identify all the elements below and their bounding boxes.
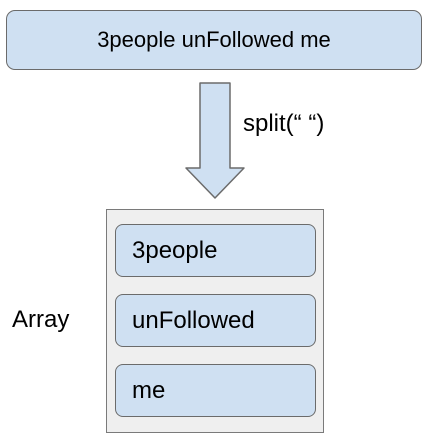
array-element: unFollowed <box>115 294 316 347</box>
array-element: 3people <box>115 224 316 277</box>
input-string-box: 3people unFollowed me <box>6 10 422 70</box>
array-element: me <box>115 364 316 417</box>
input-string-text: 3people unFollowed me <box>97 27 331 52</box>
array-label: Array <box>12 306 70 333</box>
split-operation-label: split(“ “) <box>243 110 325 137</box>
array-container: 3people unFollowed me <box>106 209 324 433</box>
down-arrow-icon <box>185 82 245 199</box>
